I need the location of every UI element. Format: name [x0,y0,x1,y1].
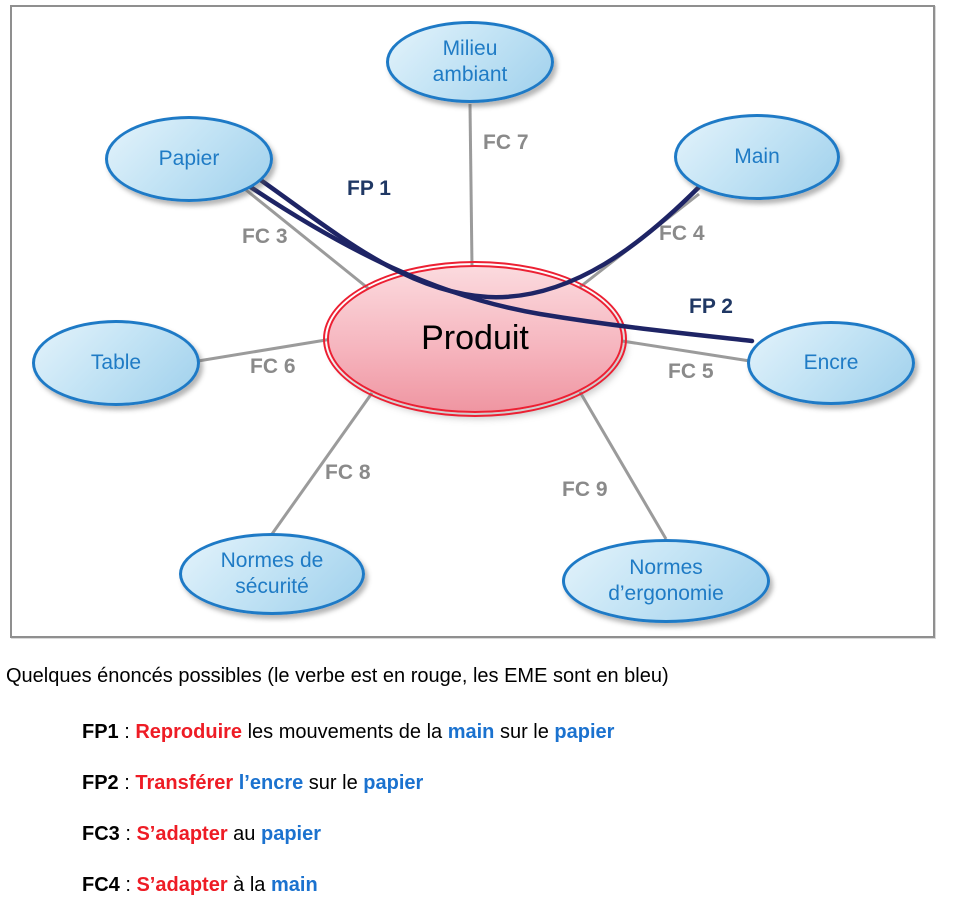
node-produit: Produit [323,261,627,417]
edge-label-fc7: FC 7 [483,131,529,154]
caption-intro: Quelques énoncés possibles (le verbe est… [6,665,669,687]
statement-fp1-code: FP1 [82,721,119,743]
statement-fp1-eme1: main [447,721,495,743]
statement-fc4-verb: S’adapter [136,874,228,896]
node-main-label: Main [734,145,780,169]
edge-label-fc6: FC 6 [250,355,296,378]
edge-label-fc4: FC 4 [659,222,705,245]
statement-fp1-sep: : [118,721,136,743]
statement-fc4-eme1: main [270,874,318,896]
statement-fc4-sep: : [119,874,137,896]
statement-fp1-verb: Reproduire [135,721,243,743]
node-milieu-ambiant-label: Milieu ambiant [432,37,508,86]
statement-fp1-mid1: les mouvements de la [242,721,448,743]
statement-fc3: FC3 : S’adapter au papier [82,823,321,846]
statement-fp2-code: FP2 [82,772,119,794]
node-normes-ergonomie: Normes d’ergonomie [562,539,770,623]
node-main: Main [674,114,840,200]
statement-fp2: FP2 : Transférer l’encre sur le papier [82,772,423,795]
edge-label-fc8: FC 8 [325,461,371,484]
statement-fc4-code: FC4 [82,874,120,896]
node-papier: Papier [105,116,273,202]
statement-fc3-sep: : [119,823,137,845]
edge-label-fc9: FC 9 [562,478,608,501]
statement-fp2-mid1: sur le [303,772,364,794]
node-milieu-ambiant: Milieu ambiant [386,21,554,103]
statement-fc3-verb: S’adapter [136,823,228,845]
node-normes-securite-label: Normes de sécurité [220,549,324,598]
statement-fp2-sep: : [118,772,136,794]
edge-label-fc5: FC 5 [668,360,714,383]
statement-fp2-verb: Transférer [135,772,239,794]
node-encre-label: Encre [803,351,859,375]
statement-fp2-eme2: papier [363,772,424,794]
node-table: Table [32,320,200,406]
node-encre: Encre [747,321,915,405]
node-normes-securite: Normes de sécurité [179,533,365,615]
node-table-label: Table [90,351,142,375]
statement-fc3-code: FC3 [82,823,120,845]
edge-label-fp2: FP 2 [689,295,733,318]
statement-fc4-mid1: à la [227,874,271,896]
statement-fp1: FP1 : Reproduire les mouvements de la ma… [82,721,614,744]
statement-fp2-eme1: l’encre [238,772,304,794]
statement-fc3-mid1: au [227,823,261,845]
node-produit-label: Produit [421,319,529,358]
statement-fp1-mid2: sur le [494,721,555,743]
statement-fp1-eme2: papier [554,721,615,743]
edge-label-fp1: FP 1 [347,177,391,200]
node-papier-label: Papier [158,147,220,171]
statement-fc3-eme1: papier [260,823,322,845]
node-normes-ergonomie-label: Normes d’ergonomie [608,556,724,605]
statement-fc4: FC4 : S’adapter à la main [82,874,318,897]
edge-label-fc3: FC 3 [242,225,288,248]
